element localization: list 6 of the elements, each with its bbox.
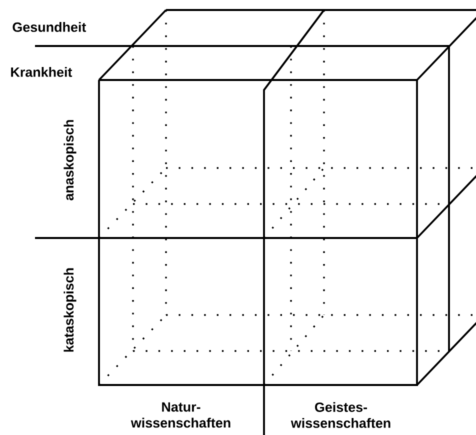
axis-label: kataskopisch <box>64 268 76 352</box>
axis-label: Geistes- wissenschaften <box>290 402 390 428</box>
axis-label: Gesundheit <box>12 22 86 32</box>
axis-label: anaskopisch <box>64 120 76 200</box>
axis-label: Natur- wissenschaften <box>130 402 230 428</box>
axis-label: Krankheit <box>11 67 72 77</box>
